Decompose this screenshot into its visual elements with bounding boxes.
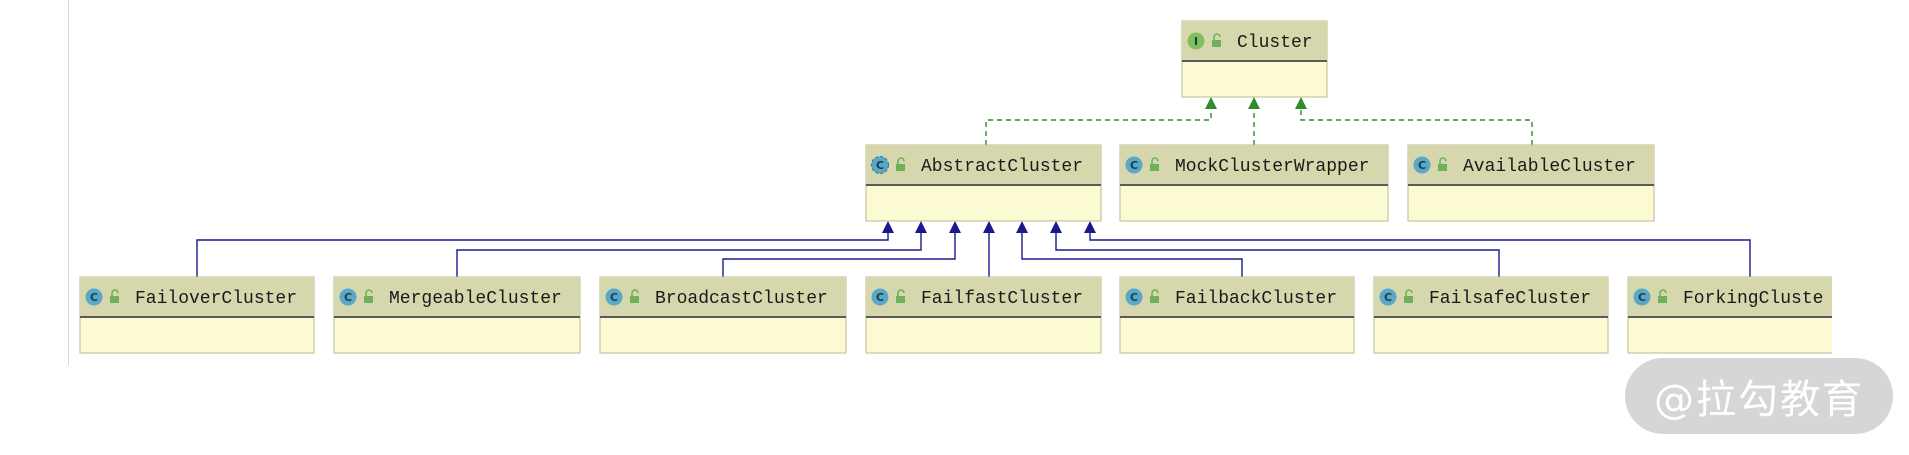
public-lock-icon <box>110 289 119 303</box>
extends-arrowhead <box>1050 221 1062 233</box>
class-badge-icon: C <box>1413 156 1431 174</box>
class-node-label: FailsafeCluster <box>1429 289 1591 309</box>
class-badge-icon: C <box>1379 288 1397 306</box>
class-node-header <box>866 277 1101 317</box>
badge-letter: C <box>1130 291 1138 304</box>
class-node-label: MergeableCluster <box>389 289 562 309</box>
class-node-broadcast[interactable]: C BroadcastCluster <box>599 276 847 354</box>
class-node-cluster[interactable]: I Cluster <box>1181 20 1328 98</box>
class-badge-icon: C <box>85 288 103 306</box>
public-lock-icon <box>364 289 373 303</box>
public-lock-icon <box>1150 157 1159 171</box>
class-node-abstract[interactable]: C AbstractCluster <box>865 144 1102 222</box>
class-node-label: BroadcastCluster <box>655 289 828 309</box>
implements-edge-available <box>1300 109 1533 145</box>
class-node-failfast[interactable]: C FailfastCluster <box>865 276 1102 354</box>
class-node-label: FailoverCluster <box>135 289 297 309</box>
implements-arrowhead <box>1248 97 1260 109</box>
class-node-header <box>1120 145 1388 185</box>
extends-edge-failover <box>196 233 889 277</box>
public-lock-icon <box>896 157 905 171</box>
class-badge-icon: C <box>1633 288 1651 306</box>
public-lock-icon <box>630 289 639 303</box>
badge-letter: C <box>1418 159 1426 172</box>
badge-letter: C <box>1384 291 1392 304</box>
class-node-failsafe[interactable]: C FailsafeCluster <box>1373 276 1609 354</box>
watermark-logo: @拉勾教育 <box>1625 358 1893 434</box>
class-node-header <box>600 277 846 317</box>
extends-arrowhead <box>1016 221 1028 233</box>
class-node-mergeable[interactable]: C MergeableCluster <box>333 276 581 354</box>
class-node-header <box>1408 145 1654 185</box>
badge-letter: C <box>876 291 884 304</box>
class-node-mock[interactable]: C MockClusterWrapper <box>1119 144 1389 222</box>
page-margin-rule <box>68 0 69 365</box>
interface-badge-icon: I <box>1187 32 1205 50</box>
class-node-label: MockClusterWrapper <box>1175 157 1369 177</box>
class-badge-icon: C <box>1125 156 1143 174</box>
class-badge-icon: C <box>605 288 623 306</box>
public-lock-icon <box>1658 289 1667 303</box>
implements-edge-abstract <box>985 109 1212 145</box>
class-node-label: AbstractCluster <box>921 157 1083 177</box>
class-node-failback[interactable]: C FailbackCluster <box>1119 276 1355 354</box>
extends-edge-broadcast <box>722 233 956 277</box>
class-badge-icon: C <box>339 288 357 306</box>
extends-arrowhead <box>915 221 927 233</box>
class-node-label: Cluster <box>1237 33 1313 53</box>
badge-letter: C <box>1130 159 1138 172</box>
class-node-label: FailfastCluster <box>921 289 1083 309</box>
extends-arrowhead <box>949 221 961 233</box>
extends-edge-mergeable <box>456 233 922 277</box>
extends-edge-failback <box>1021 233 1243 277</box>
class-node-forking[interactable]: C ForkingCluste <box>1627 276 1852 354</box>
class-badge-icon: C <box>871 288 889 306</box>
badge-letter: C <box>610 291 618 304</box>
implements-arrowhead <box>1205 97 1217 109</box>
class-badge-icon: C <box>1125 288 1143 306</box>
implements-arrowhead <box>1295 97 1307 109</box>
extends-edge-forking <box>1089 233 1751 277</box>
public-lock-icon <box>1212 33 1221 47</box>
class-node-header <box>866 145 1101 185</box>
extends-arrowhead <box>1084 221 1096 233</box>
badge-letter: C <box>1638 291 1646 304</box>
badge-letter: I <box>1194 35 1198 48</box>
badge-letter: C <box>876 159 884 172</box>
badge-letter: C <box>90 291 98 304</box>
extends-arrowhead <box>983 221 995 233</box>
class-node-label: ForkingCluste <box>1683 289 1823 309</box>
public-lock-icon <box>1438 157 1447 171</box>
edges-layer <box>196 97 1751 277</box>
class-node-available[interactable]: C AvailableCluster <box>1407 144 1655 222</box>
class-node-label: FailbackCluster <box>1175 289 1337 309</box>
class-node-header <box>334 277 580 317</box>
extends-edge-failsafe <box>1055 233 1500 277</box>
class-node-failover[interactable]: C FailoverCluster <box>79 276 315 354</box>
class-badge-icon: C <box>871 156 889 174</box>
public-lock-icon <box>896 289 905 303</box>
public-lock-icon <box>1150 289 1159 303</box>
badge-letter: C <box>344 291 352 304</box>
public-lock-icon <box>1404 289 1413 303</box>
extends-arrowhead <box>882 221 894 233</box>
class-node-label: AvailableCluster <box>1463 157 1636 177</box>
class-node-header <box>1182 21 1327 61</box>
